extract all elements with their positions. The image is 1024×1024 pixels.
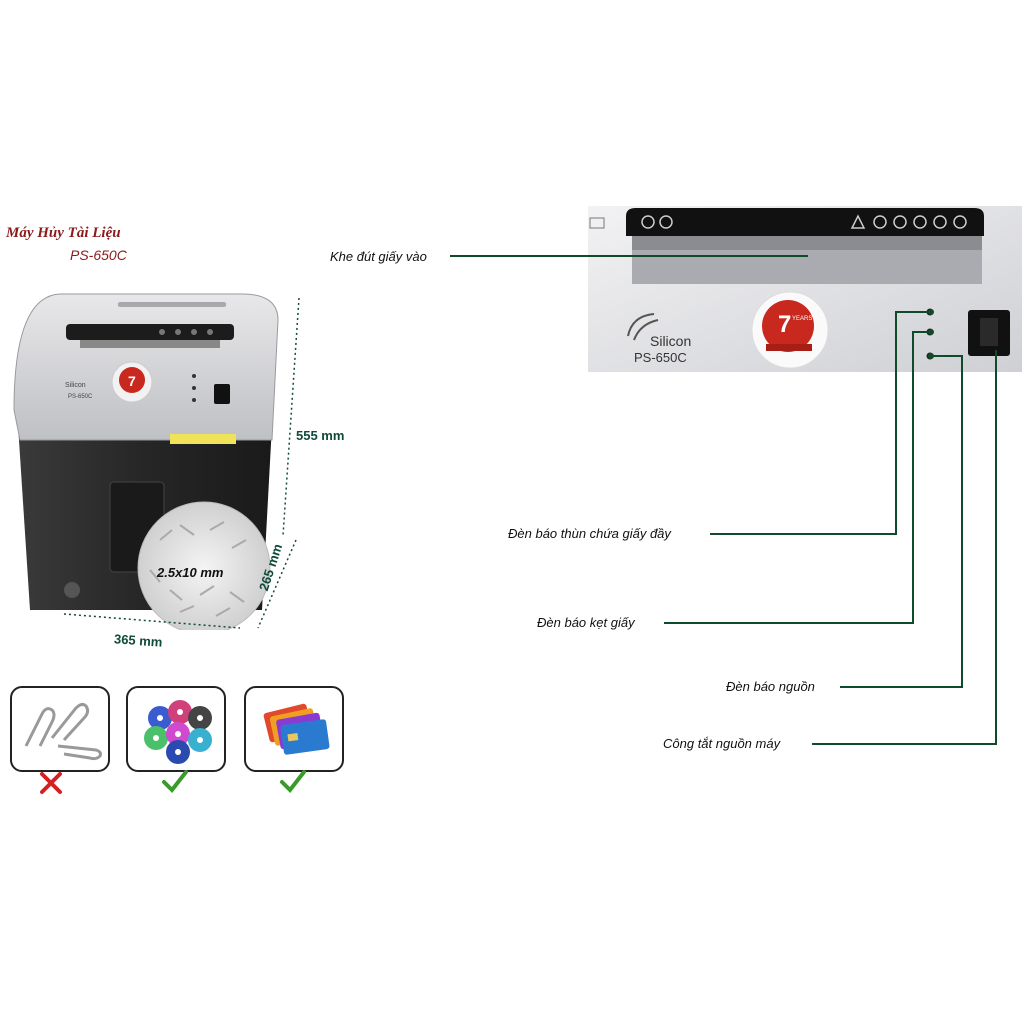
cd-disc-box bbox=[126, 686, 226, 772]
dimension-height: 555 mm bbox=[296, 428, 345, 443]
svg-text:7: 7 bbox=[778, 311, 791, 338]
paper-jam-light-label: Đèn báo kẹt giấy bbox=[537, 615, 635, 630]
shredder-image: Silicon PS-650C 7 bbox=[13, 293, 279, 630]
power-switch-label: Công tắt nguồn máy bbox=[663, 736, 781, 751]
paper-clip-box bbox=[10, 686, 110, 772]
product-model: PS-650C bbox=[70, 247, 127, 263]
svg-text:PS-650C: PS-650C bbox=[634, 350, 687, 365]
product-title: Máy Hủy Tài Liệu bbox=[6, 225, 121, 241]
svg-text:PS-650C: PS-650C bbox=[68, 394, 93, 400]
cd-disc-icon bbox=[144, 700, 212, 764]
paper-clip-icon bbox=[24, 702, 102, 761]
control-panel-image: Silicon PS-650C 7 YEARS bbox=[588, 206, 1022, 372]
credit-card-box bbox=[244, 686, 344, 772]
svg-text:Silicon: Silicon bbox=[65, 382, 86, 389]
bin-full-light-label: Đèn báo thùn chứa giấy đầy bbox=[508, 526, 671, 541]
paper-slot-label: Khe đút giấy vào bbox=[330, 249, 427, 264]
allowed-check-icon-2 bbox=[280, 770, 306, 794]
svg-text:Silicon: Silicon bbox=[650, 333, 691, 349]
credit-card-icon bbox=[263, 703, 330, 755]
forbidden-x-icon bbox=[40, 772, 62, 794]
svg-text:7: 7 bbox=[128, 373, 136, 389]
shred-size-label: 2.5x10 mm bbox=[157, 565, 224, 580]
svg-text:YEARS: YEARS bbox=[792, 316, 812, 322]
allowed-check-icon bbox=[162, 770, 188, 794]
power-light-label: Đèn báo nguồn bbox=[726, 679, 815, 694]
